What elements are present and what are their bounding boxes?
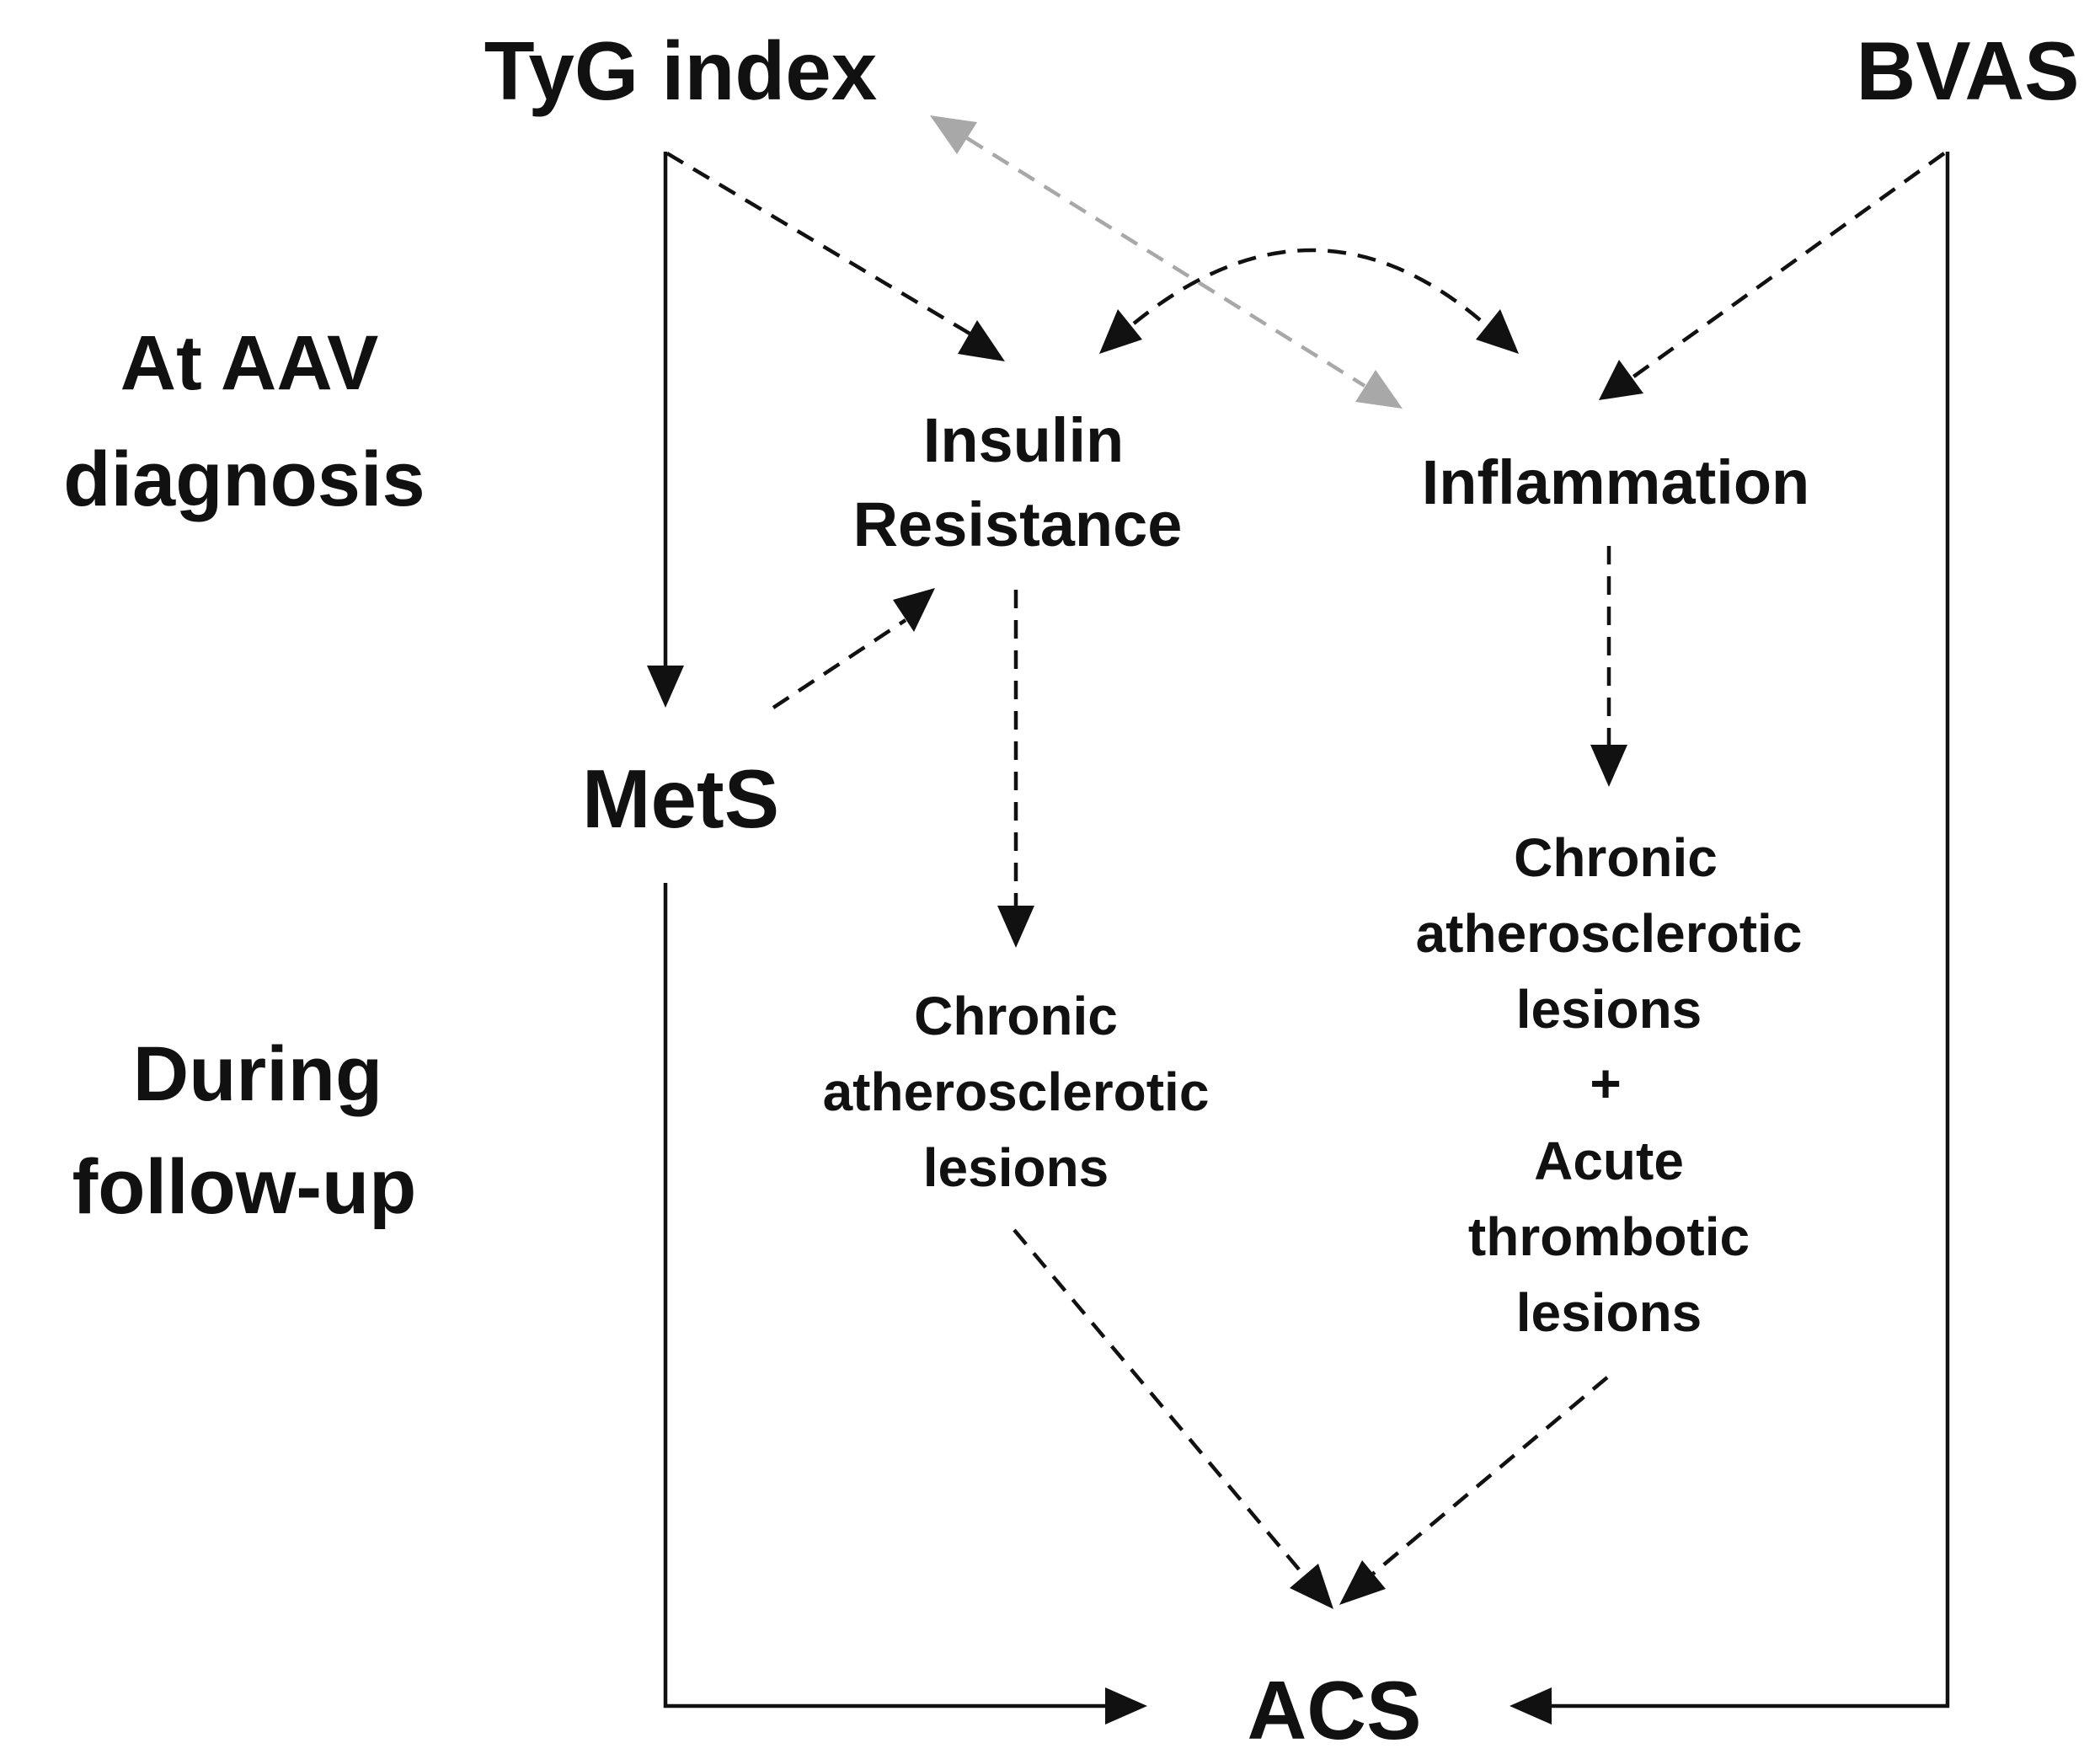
arrowhead-inflammation-to-lesions bbox=[1590, 745, 1627, 787]
arrowhead-mets-to-insulin bbox=[893, 588, 935, 632]
chronic-lesions-left-line3: lesions bbox=[923, 1137, 1109, 1198]
acs-label: ACS bbox=[1248, 1664, 1422, 1754]
chronic-acute-lesions-right-line4: + bbox=[1590, 1053, 1621, 1114]
arrowhead-curve-insulin-end bbox=[1099, 309, 1142, 354]
mets-label: MetS bbox=[582, 752, 779, 845]
arrowhead-gray-inflammation-end bbox=[1355, 370, 1403, 409]
phase-followup-line1: During bbox=[133, 1031, 382, 1117]
arrow-bvas-to-inflammation bbox=[1631, 152, 1946, 379]
chronic-acute-lesions-right-line6: thrombotic bbox=[1468, 1206, 1750, 1267]
arrow-tyg-to-insulin bbox=[665, 152, 977, 339]
chronic-lesions-left-line2: atherosclerotic bbox=[823, 1061, 1210, 1122]
arrowhead-lesions-right-to-acs bbox=[1339, 1560, 1386, 1605]
phase-followup-line2: follow-up bbox=[72, 1144, 417, 1230]
insulin-resistance-line1: Insulin bbox=[923, 405, 1124, 475]
inflammation-label: Inflammation bbox=[1422, 447, 1809, 517]
chronic-acute-lesions-right-line1: Chronic bbox=[1514, 827, 1718, 888]
arrowhead-mets-to-acs bbox=[1105, 1687, 1147, 1725]
arrow-bvas-to-acs bbox=[1552, 152, 1950, 1709]
tyg-index-label: TyG index bbox=[484, 24, 878, 117]
insulin-resistance-line2: Resistance bbox=[853, 489, 1183, 559]
arrowhead-gray-tyg-end bbox=[930, 115, 977, 154]
arrowhead-tyg-to-mets bbox=[647, 666, 684, 708]
arrow-mets-to-acs bbox=[663, 883, 1105, 1709]
arrow-insulin-inflammation-curve bbox=[1132, 248, 1486, 325]
chronic-acute-lesions-right-line3: lesions bbox=[1516, 979, 1702, 1040]
phase-diagnosis-line2: diagnosis bbox=[63, 436, 425, 522]
arrowhead-chronic-left-to-acs bbox=[1290, 1564, 1333, 1609]
arrowhead-bvas-to-acs bbox=[1510, 1687, 1552, 1725]
arrow-lesions-right-to-acs bbox=[1371, 1376, 1609, 1575]
chronic-acute-lesions-right-line7: lesions bbox=[1516, 1282, 1702, 1343]
arrow-mets-to-insulin bbox=[772, 618, 907, 709]
phase-diagnosis-line1: At AAV bbox=[120, 320, 379, 406]
chronic-lesions-left-line1: Chronic bbox=[914, 986, 1118, 1046]
arrow-chronic-left-to-acs bbox=[1013, 1228, 1306, 1577]
chronic-acute-lesions-right-line2: atherosclerotic bbox=[1416, 903, 1803, 964]
chronic-acute-lesions-right-line5: Acute bbox=[1534, 1131, 1684, 1191]
bvas-label: BVAS bbox=[1856, 24, 2079, 117]
arrowhead-insulin-to-chronic bbox=[997, 906, 1034, 948]
arrowhead-tyg-to-insulin bbox=[958, 320, 1005, 361]
arrowhead-curve-inflammation-end bbox=[1476, 309, 1519, 354]
arrowhead-bvas-to-inflammation bbox=[1599, 360, 1643, 400]
arrow-tyg-inflammation-gray bbox=[965, 136, 1366, 388]
